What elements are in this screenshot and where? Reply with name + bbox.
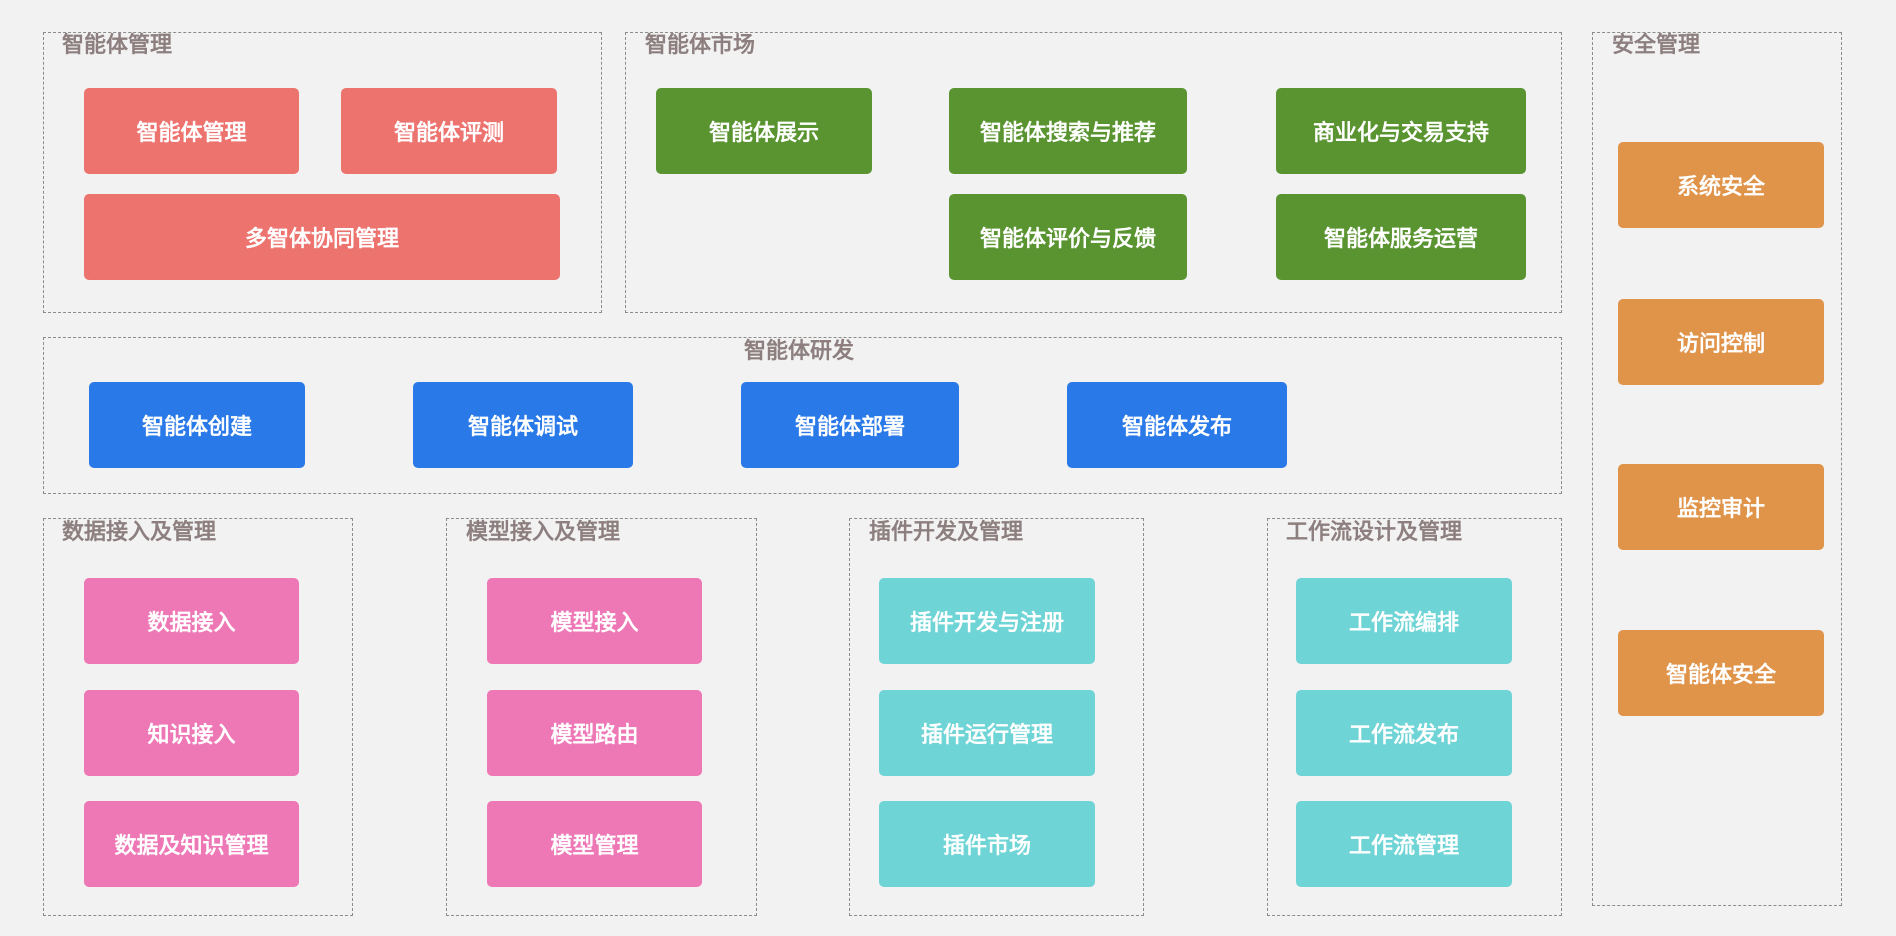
- group-model: [446, 518, 757, 916]
- box-agent-management: 智能体管理: [84, 88, 299, 174]
- box-knowledge-ingest: 知识接入: [84, 690, 299, 776]
- group-workflow: [1267, 518, 1562, 916]
- group-title-agent-development: 智能体研发: [744, 339, 855, 364]
- box-agent-review-feedback: 智能体评价与反馈: [949, 194, 1187, 280]
- group-title-agent-market: 智能体市场: [645, 33, 756, 58]
- box-model-mgmt: 模型管理: [487, 801, 702, 887]
- box-plugin-market: 插件市场: [879, 801, 1095, 887]
- group-agent-development: [43, 337, 1562, 494]
- group-title-model: 模型接入及管理: [466, 520, 621, 545]
- box-workflow-publish: 工作流发布: [1296, 690, 1512, 776]
- box-data-ingest: 数据接入: [84, 578, 299, 664]
- box-agent-security: 智能体安全: [1618, 630, 1824, 716]
- box-model-ingest: 模型接入: [487, 578, 702, 664]
- box-system-security: 系统安全: [1618, 142, 1824, 228]
- box-agent-create: 智能体创建: [89, 382, 305, 468]
- box-workflow-mgmt: 工作流管理: [1296, 801, 1512, 887]
- box-plugin-dev-register: 插件开发与注册: [879, 578, 1095, 664]
- group-title-data: 数据接入及管理: [62, 520, 217, 545]
- group-agent-market: [625, 32, 1562, 313]
- box-agent-showcase: 智能体展示: [656, 88, 872, 174]
- box-access-control: 访问控制: [1618, 299, 1824, 385]
- box-model-routing: 模型路由: [487, 690, 702, 776]
- box-agent-service-ops: 智能体服务运营: [1276, 194, 1526, 280]
- box-monitoring-audit: 监控审计: [1618, 464, 1824, 550]
- box-agent-deploy: 智能体部署: [741, 382, 959, 468]
- box-agent-evaluation: 智能体评测: [341, 88, 557, 174]
- group-agent-management: [43, 32, 602, 313]
- group-title-agent-management: 智能体管理: [62, 33, 173, 58]
- box-agent-search-recommend: 智能体搜索与推荐: [949, 88, 1187, 174]
- box-workflow-orchestration: 工作流编排: [1296, 578, 1512, 664]
- box-plugin-runtime-mgmt: 插件运行管理: [879, 690, 1095, 776]
- group-security: [1592, 32, 1842, 906]
- box-agent-publish: 智能体发布: [1067, 382, 1287, 468]
- group-data: [43, 518, 353, 916]
- box-data-knowledge-mgmt: 数据及知识管理: [84, 801, 299, 887]
- box-multi-agent-collaboration: 多智体协同管理: [84, 194, 560, 280]
- group-title-plugin: 插件开发及管理: [869, 520, 1024, 545]
- box-agent-debug: 智能体调试: [413, 382, 633, 468]
- group-title-security: 安全管理: [1612, 33, 1701, 58]
- group-plugin: [849, 518, 1144, 916]
- group-title-workflow: 工作流设计及管理: [1286, 520, 1463, 545]
- box-commercial-trade: 商业化与交易支持: [1276, 88, 1526, 174]
